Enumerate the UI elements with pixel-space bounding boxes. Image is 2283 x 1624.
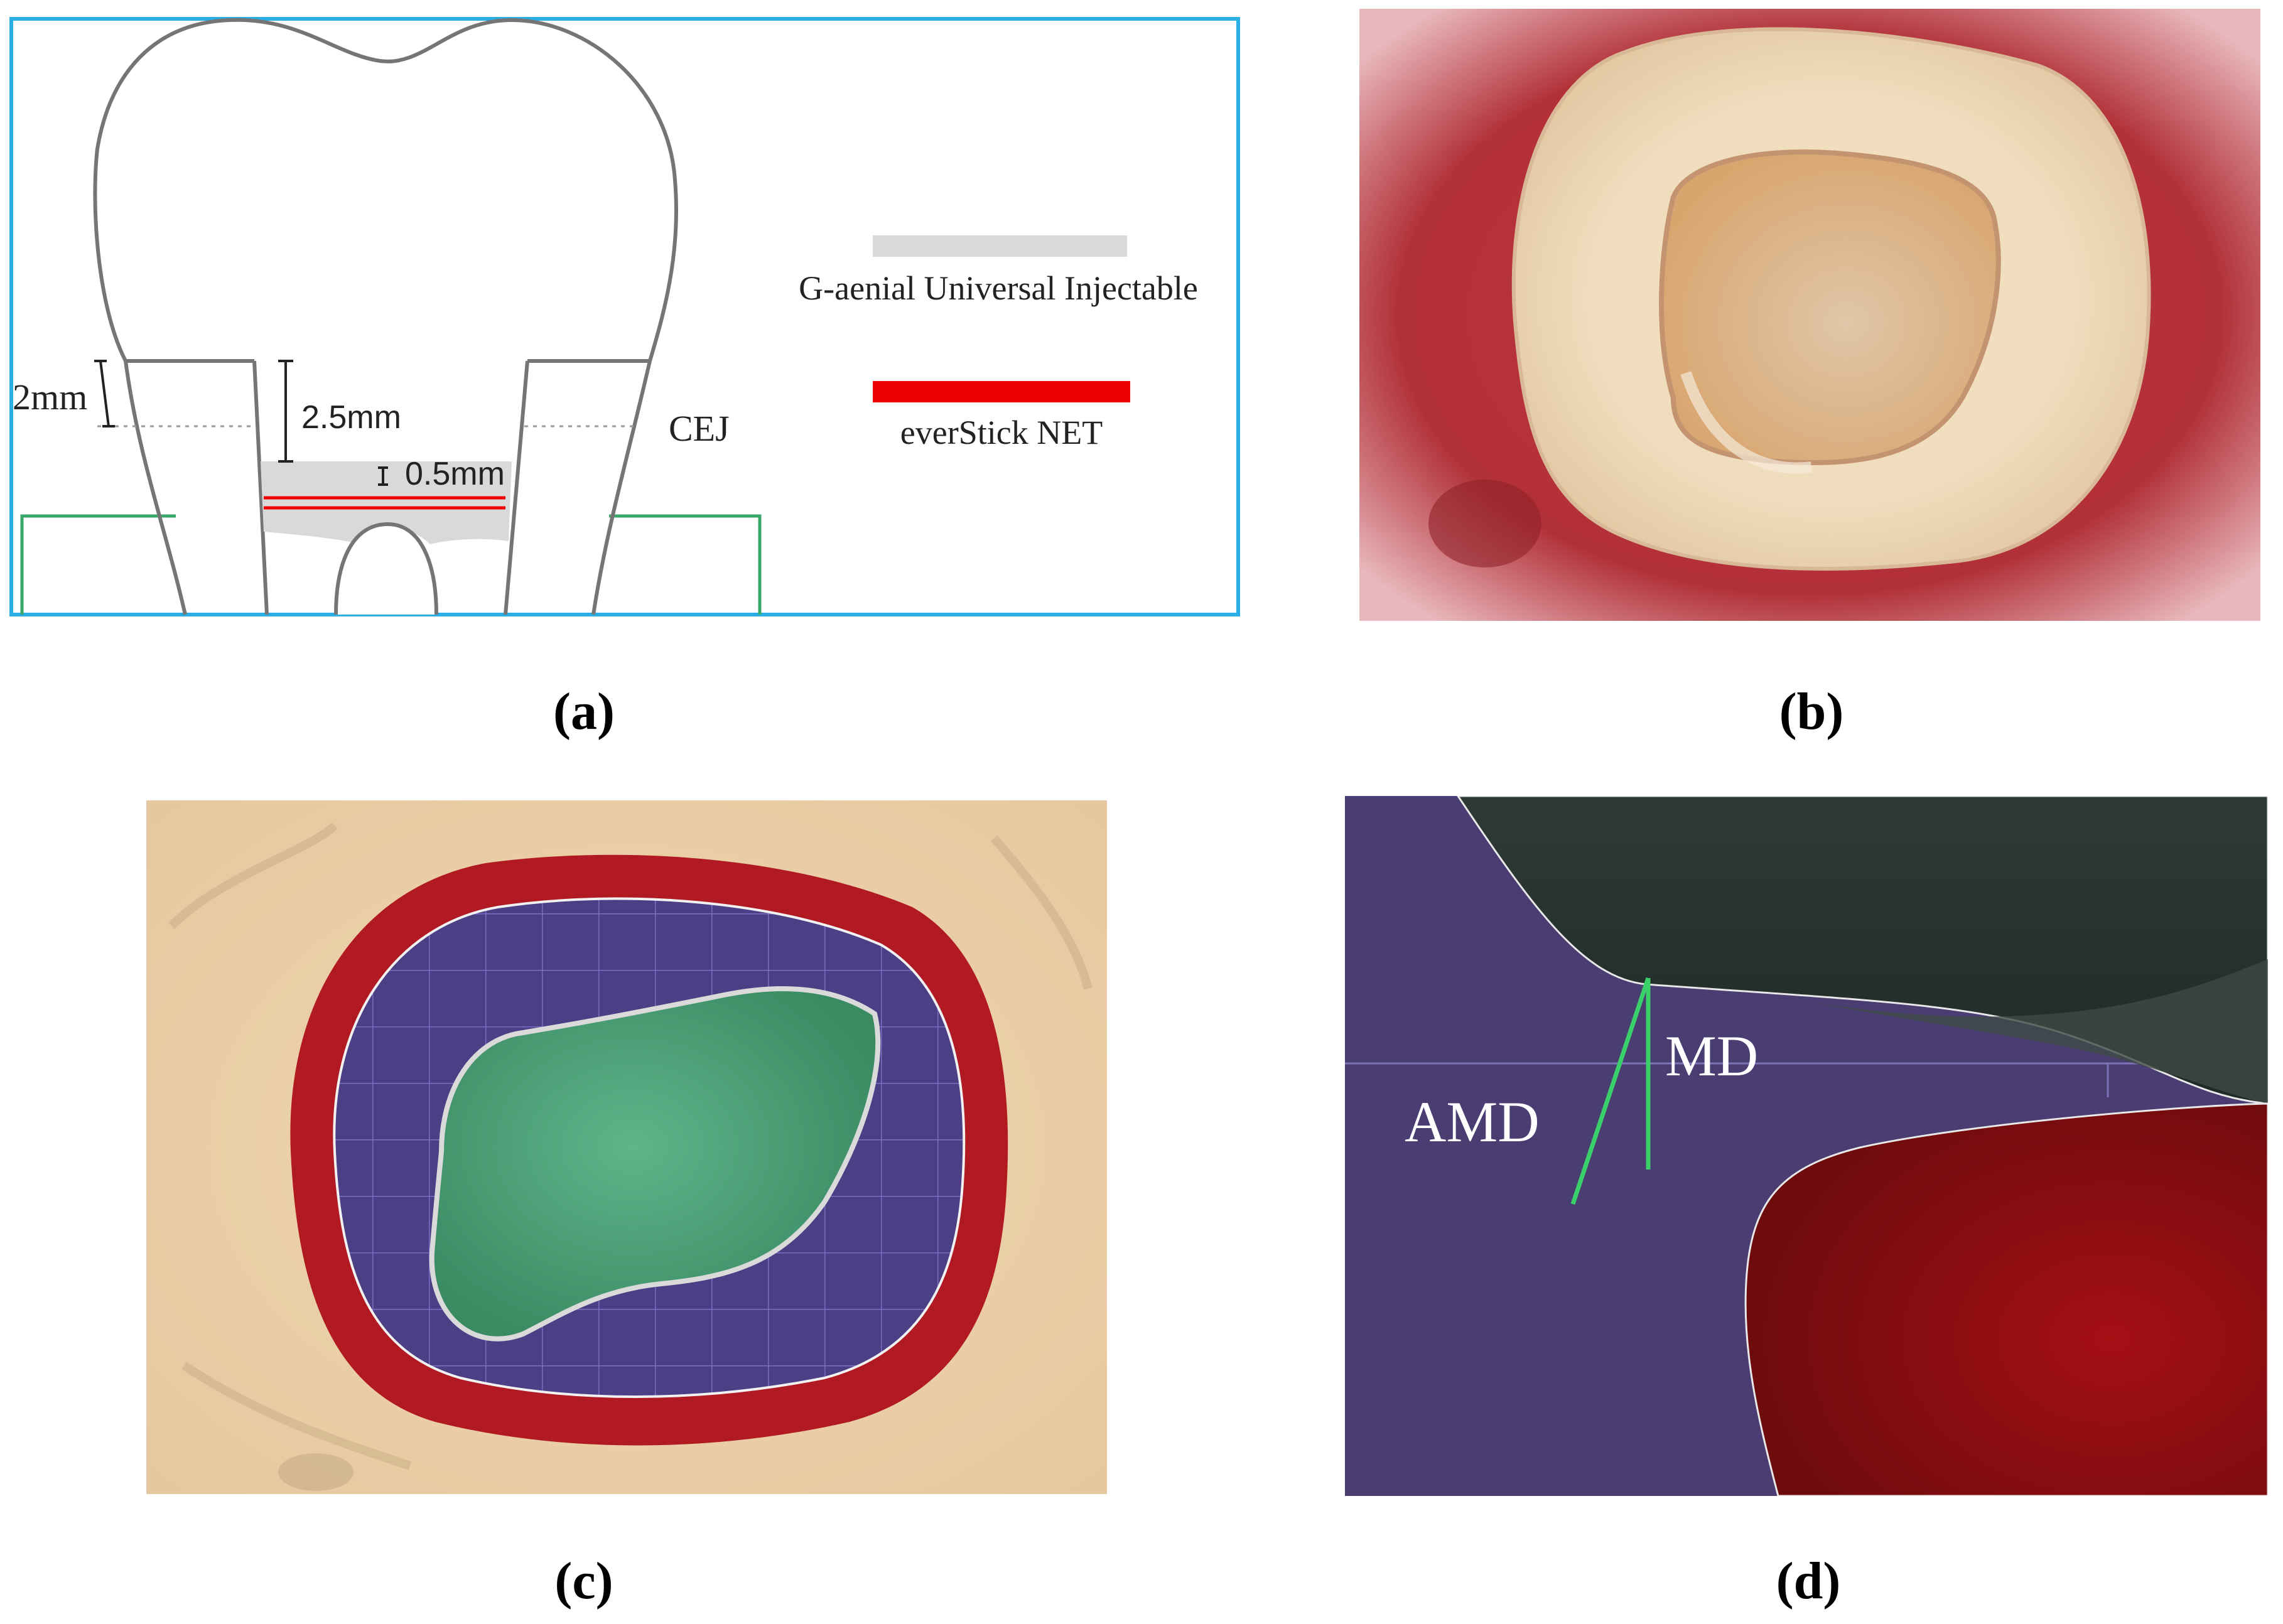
tooth-photo	[1359, 9, 2260, 621]
legend-label-everstick: everStick NET	[900, 414, 1103, 451]
measurement-lines	[1570, 977, 1651, 1205]
root-outlines	[124, 360, 652, 615]
panel-a: 2mm 2.5mm 0.5mm CEJ G-aenial Universal I…	[9, 17, 1240, 616]
measurement-view: MD AMD	[1345, 796, 2268, 1496]
label-cej: CEJ	[669, 408, 730, 449]
bracket-2-5mm	[278, 360, 293, 463]
legend-swatch-gaenial	[873, 235, 1127, 257]
base-block	[20, 514, 762, 615]
label-2-5mm: 2.5mm	[301, 399, 401, 436]
cavity-highlight	[1680, 371, 1813, 474]
green-core	[429, 986, 881, 1342]
lower-structure	[1744, 1102, 2268, 1496]
panel-b	[1359, 9, 2260, 621]
label-md: MD	[1665, 1024, 1758, 1088]
caption-c: (c)	[554, 1552, 613, 1610]
panel-c	[146, 800, 1107, 1494]
access-cavity	[1659, 149, 2001, 466]
legend-label-gaenial: G-aenial Universal Injectable	[799, 269, 1198, 307]
caption-d: (d)	[1776, 1552, 1841, 1610]
upper-shading	[1784, 959, 2268, 1104]
gum-shadow	[1428, 480, 1541, 567]
gaenial-layer	[261, 461, 512, 544]
everstick-layer	[264, 496, 505, 510]
inner-walls	[252, 360, 529, 615]
bracket-2mm	[94, 360, 115, 428]
scan-view	[146, 800, 1107, 1494]
label-0-5mm: 0.5mm	[405, 456, 505, 492]
tooth-schematic: 2mm 2.5mm 0.5mm CEJ G-aenial Universal I…	[9, 17, 1240, 616]
scan-ridges	[168, 822, 1093, 1470]
bracket-0-5mm	[378, 466, 388, 486]
legend-swatch-everstick	[873, 381, 1130, 402]
crown-outline	[93, 18, 678, 362]
caption-b: (b)	[1779, 682, 1844, 741]
label-amd: AMD	[1405, 1090, 1540, 1154]
scan-feature	[278, 1453, 354, 1491]
furcation	[334, 522, 438, 615]
caption-a: (a)	[553, 682, 615, 741]
panel-d: MD AMD	[1345, 796, 2268, 1496]
label-2mm: 2mm	[13, 377, 87, 417]
grid-lines	[1345, 1062, 2268, 1097]
